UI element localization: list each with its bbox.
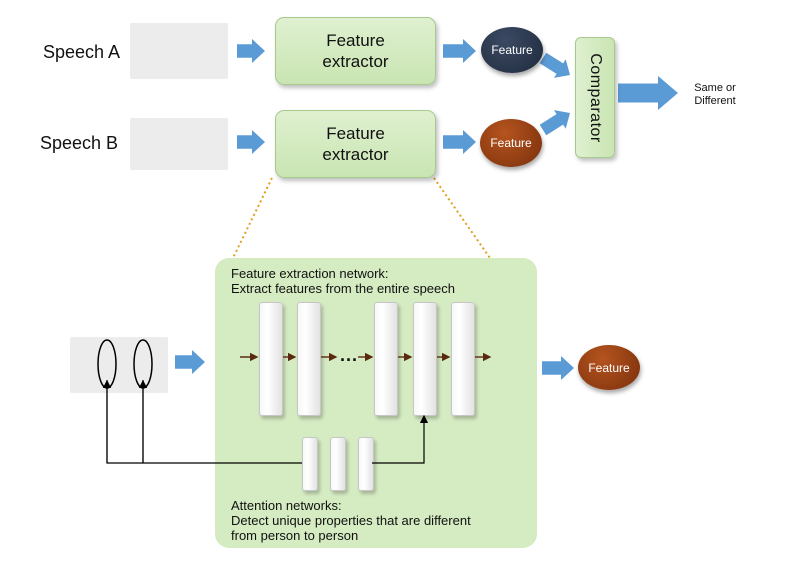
feature-extractor-b: Feature extractor xyxy=(275,110,436,178)
feature-a-label: Feature xyxy=(491,43,533,57)
network-title-line1: Feature extraction network: xyxy=(231,266,389,281)
speech-b-label: Speech B xyxy=(40,133,119,153)
network-layer-4 xyxy=(413,302,437,416)
arrow-feature-a-to-comparator-shape xyxy=(539,52,570,78)
attention-line2: Detect unique properties that are differ… xyxy=(231,513,471,528)
network-layer-1 xyxy=(259,302,283,416)
layers-ellipsis: ... xyxy=(340,345,359,365)
feature-extractor-a: Feature extractor xyxy=(275,17,436,85)
network-layer-3 xyxy=(374,302,398,416)
waveforms xyxy=(84,31,214,386)
feature-b-node: Feature xyxy=(480,119,542,167)
extractor-b-line2: extractor xyxy=(322,145,389,164)
arrow-feature-a-to-comparator xyxy=(539,52,570,78)
feature-b-label: Feature xyxy=(490,136,532,150)
network-layer-5 xyxy=(451,302,475,416)
arrow-wave-a-to-extractor xyxy=(237,39,265,63)
zoom-connector-left xyxy=(232,177,273,259)
result-line2: Different xyxy=(694,95,736,107)
attention-description: Attention networks:Detect unique propert… xyxy=(231,498,471,543)
arrow-network-to-feature xyxy=(542,356,574,380)
attention-line1: Attention networks: xyxy=(231,498,342,513)
network-layer-2 xyxy=(297,302,321,416)
arrow-extractor-a-to-feature xyxy=(443,39,476,63)
output-feature-node: Feature xyxy=(578,345,640,390)
attention-layer-2 xyxy=(330,437,346,491)
arrow-feature-b-to-comparator-shape xyxy=(539,110,570,136)
comparator-box: Comparator xyxy=(575,37,615,158)
extractor-b-line1: Feature xyxy=(326,124,385,143)
attention-layer-3 xyxy=(358,437,374,491)
feature-a-node: Feature xyxy=(481,27,543,73)
output-feature-label: Feature xyxy=(588,360,630,375)
arrow-comparator-to-result xyxy=(618,76,678,110)
input-waveform-box xyxy=(70,337,168,393)
comparator-label: Comparator xyxy=(587,52,604,143)
arrow-wave-b-to-extractor xyxy=(237,130,265,154)
result-line1: Same or xyxy=(694,82,736,94)
speech-a-waveform-box xyxy=(130,23,228,79)
network-title-line2: Extract features from the entire speech xyxy=(231,281,455,296)
arrow-input-to-network xyxy=(175,350,205,374)
attention-layer-1 xyxy=(302,437,318,491)
zoom-connector-right xyxy=(433,177,491,259)
speech-a-label: Speech A xyxy=(43,42,121,62)
flow-arrows xyxy=(175,39,678,380)
network-title: Feature extraction network:Extract featu… xyxy=(231,266,455,296)
extractor-a-line1: Feature xyxy=(326,31,385,50)
arrow-extractor-b-to-feature xyxy=(443,130,476,154)
attention-line3: from person to person xyxy=(231,528,359,543)
extractor-a-line2: extractor xyxy=(322,52,389,71)
speech-b-waveform-box xyxy=(130,118,228,170)
arrow-feature-b-to-comparator xyxy=(539,110,570,136)
